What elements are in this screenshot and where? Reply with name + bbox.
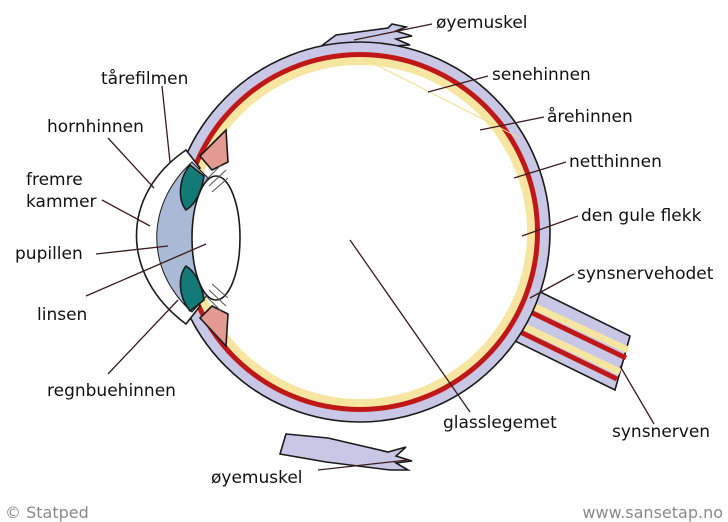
label-lens: linsen [37, 305, 87, 325]
label-choroid: årehinnen [547, 106, 633, 127]
label-vitreous: glasslegemet [443, 413, 557, 433]
lens [192, 176, 240, 300]
label-retina: netthinnen [569, 152, 662, 172]
label-pupil: pupillen [15, 244, 83, 264]
label-eye-muscle-bottom: øyemuskel [211, 468, 303, 488]
label-macula: den gule flekk [581, 206, 702, 226]
label-anterior-chamber-line1: fremre [26, 170, 83, 190]
copyright-text: © Statped [5, 503, 89, 522]
label-optic-nerve: synsnerven [612, 422, 710, 442]
label-sclera: senehinnen [492, 65, 591, 85]
label-iris: regnbuehinnen [47, 381, 176, 401]
lower-eye-muscle [280, 434, 412, 470]
vitreous-body [193, 65, 527, 399]
website-text: www.sansetap.no [582, 503, 723, 522]
label-optic-disc: synsnervehodet [577, 264, 714, 284]
label-anterior-chamber-line2: kammer [26, 192, 97, 212]
label-tear-film: tårefilmen [101, 68, 188, 89]
label-eye-muscle-top: øyemuskel [436, 13, 528, 33]
label-cornea: hornhinnen [47, 117, 144, 137]
